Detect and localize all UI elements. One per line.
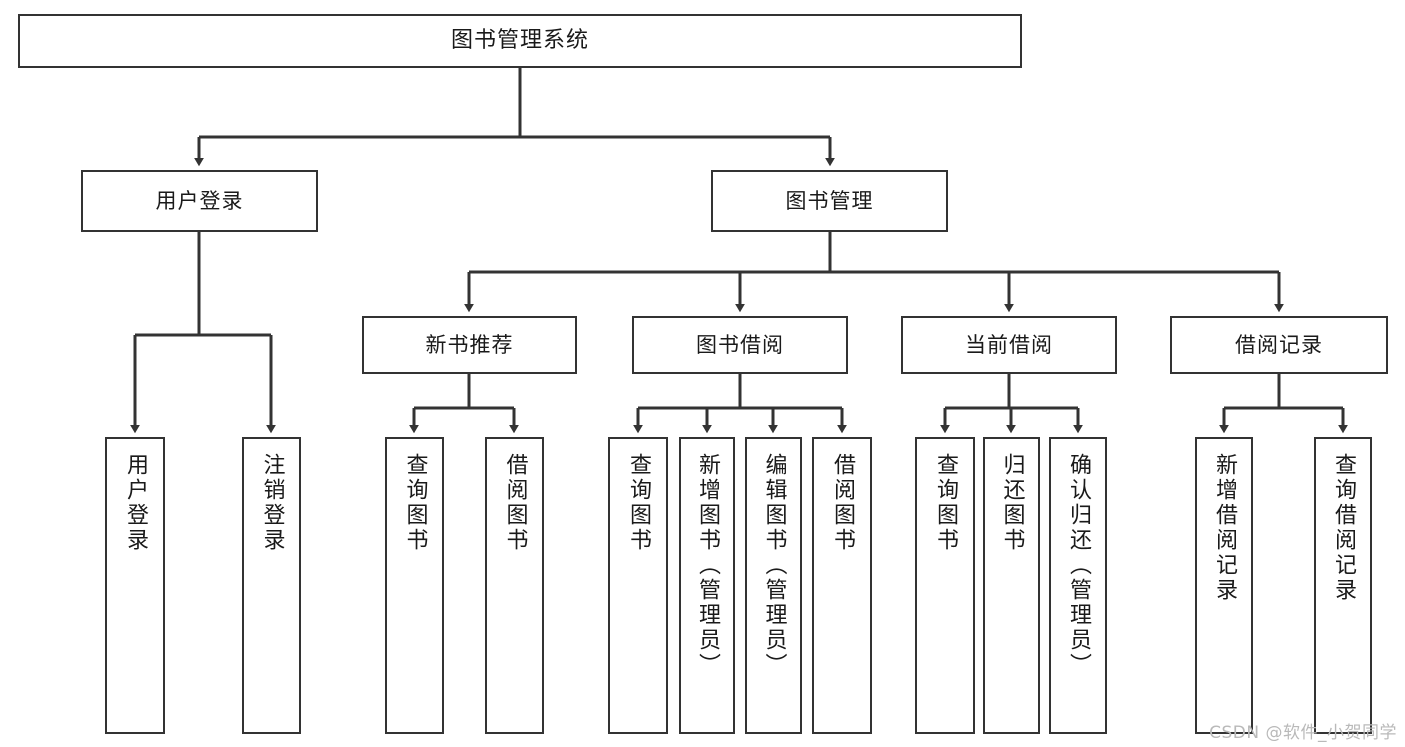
leaf-recommend-query-book[interactable]: 查询图书 [385,437,444,734]
node-label: 新增图书（管理员） [695,453,720,678]
node-root-system[interactable]: 图书管理系统 [18,14,1022,68]
node-label: 借阅图书 [830,453,855,553]
leaf-current-return-book[interactable]: 归还图书 [983,437,1040,734]
node-label: 用户登录 [123,453,148,553]
leaf-logout[interactable]: 注销登录 [242,437,301,734]
leaf-borrow-query-book[interactable]: 查询图书 [608,437,668,734]
leaf-borrow-borrow-book[interactable]: 借阅图书 [812,437,872,734]
node-book-management[interactable]: 图书管理 [711,170,948,232]
node-label: 图书管理 [785,188,874,213]
leaf-record-query-record[interactable]: 查询借阅记录 [1314,437,1372,734]
node-book-borrow[interactable]: 图书借阅 [632,316,848,374]
node-label: 借阅记录 [1235,332,1323,357]
leaf-borrow-edit-book-admin[interactable]: 编辑图书（管理员） [745,437,802,734]
node-label: 借阅图书 [502,453,528,553]
leaf-recommend-borrow-book[interactable]: 借阅图书 [485,437,544,734]
node-label: 查询图书 [402,453,428,553]
node-label: 图书借阅 [696,332,784,357]
node-label: 新书推荐 [425,332,514,357]
watermark: CSDN @软件_小贺同学 [1209,723,1397,743]
node-label: 归还图书 [999,453,1025,553]
node-label: 用户登录 [155,188,244,213]
node-new-book-recommend[interactable]: 新书推荐 [362,316,577,374]
node-label: 图书管理系统 [450,27,589,53]
leaf-current-query-book[interactable]: 查询图书 [915,437,975,734]
leaf-user-login[interactable]: 用户登录 [105,437,165,734]
node-label: 当前借阅 [965,332,1053,357]
node-label: 确认归还（管理员） [1066,453,1091,678]
node-user-login[interactable]: 用户登录 [81,170,318,232]
node-label: 注销登录 [259,453,285,553]
node-label: 编辑图书（管理员） [761,453,787,678]
node-label: 新增借阅记录 [1212,453,1237,603]
node-current-borrow[interactable]: 当前借阅 [901,316,1117,374]
leaf-record-add-record[interactable]: 新增借阅记录 [1195,437,1253,734]
leaf-borrow-add-book-admin[interactable]: 新增图书（管理员） [679,437,735,734]
node-label: 查询借阅记录 [1331,453,1356,603]
node-label: 查询图书 [626,453,651,553]
node-label: 查询图书 [933,453,958,553]
node-borrow-record[interactable]: 借阅记录 [1170,316,1388,374]
leaf-current-confirm-return-admin[interactable]: 确认归还（管理员） [1049,437,1107,734]
